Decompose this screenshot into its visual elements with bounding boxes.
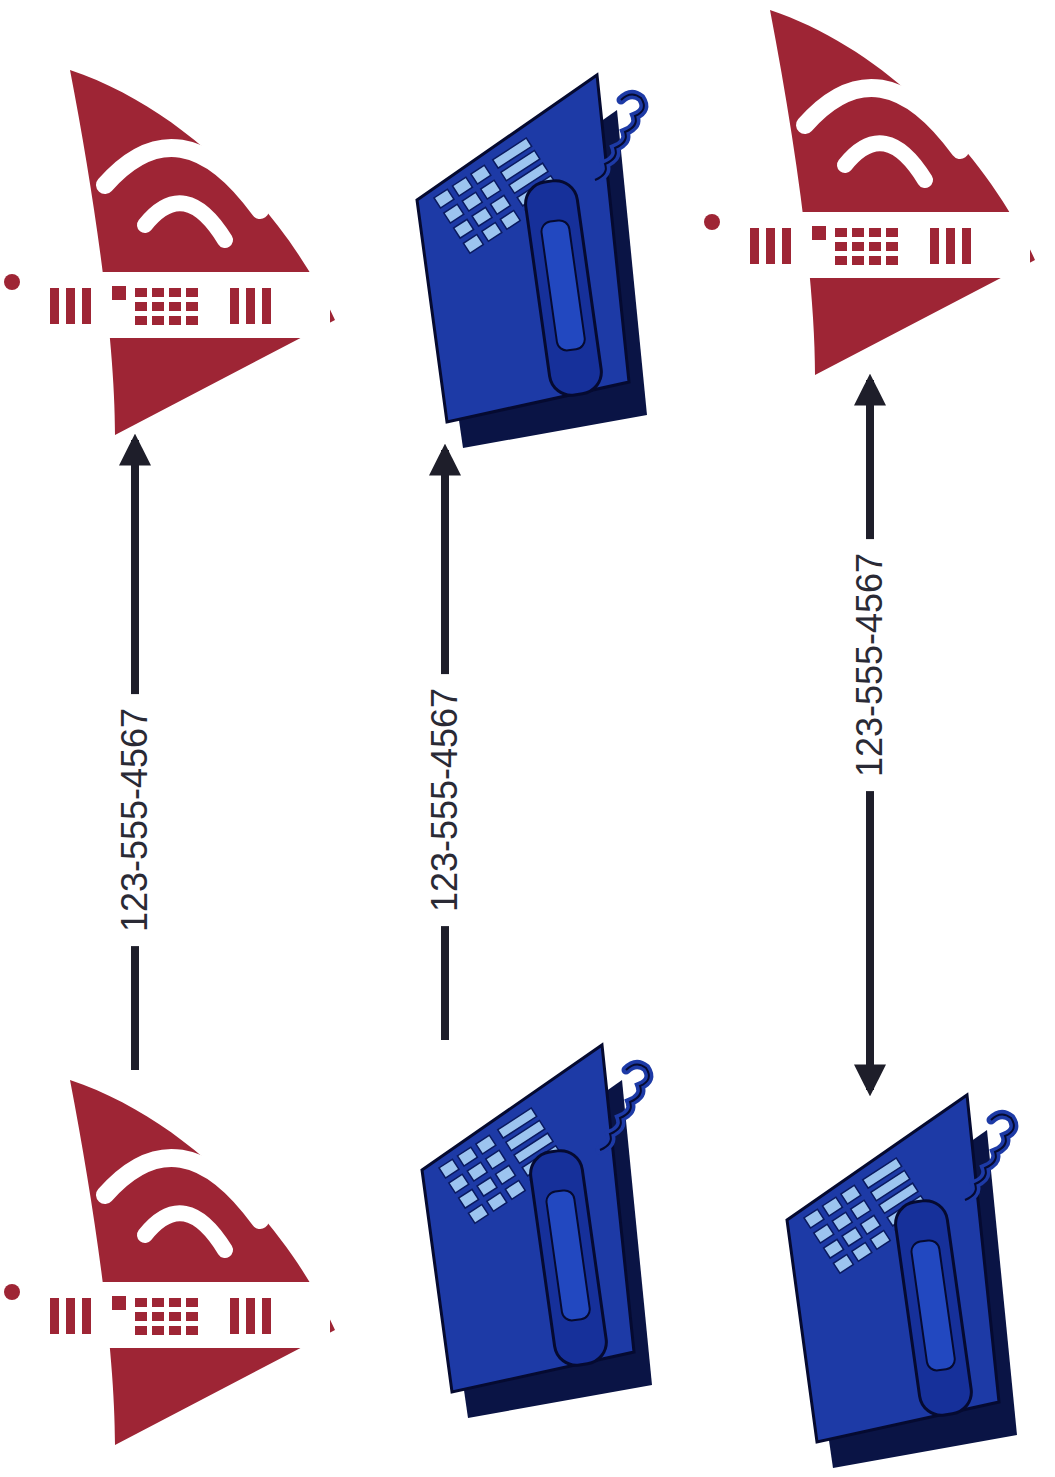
wireless-phone (700, 0, 1040, 380)
desk-phone-icon (390, 1040, 660, 1420)
phone-number: 123-555-4567 (108, 694, 162, 946)
phone-number: 123-555-4567 (418, 674, 472, 926)
wireless-phone-icon (0, 60, 340, 440)
wireless-phone-icon (700, 0, 1040, 380)
wireless-phone (0, 1070, 340, 1450)
phone-number: 123-555-4567 (843, 539, 897, 791)
desk-phone (755, 1090, 1025, 1470)
wireless-phone-icon (0, 1070, 340, 1450)
desk-phone-icon (755, 1090, 1025, 1470)
desk-phone (390, 1040, 660, 1420)
wireless-phone (0, 60, 340, 440)
desk-phone-icon (385, 70, 655, 450)
desk-phone (385, 70, 655, 450)
